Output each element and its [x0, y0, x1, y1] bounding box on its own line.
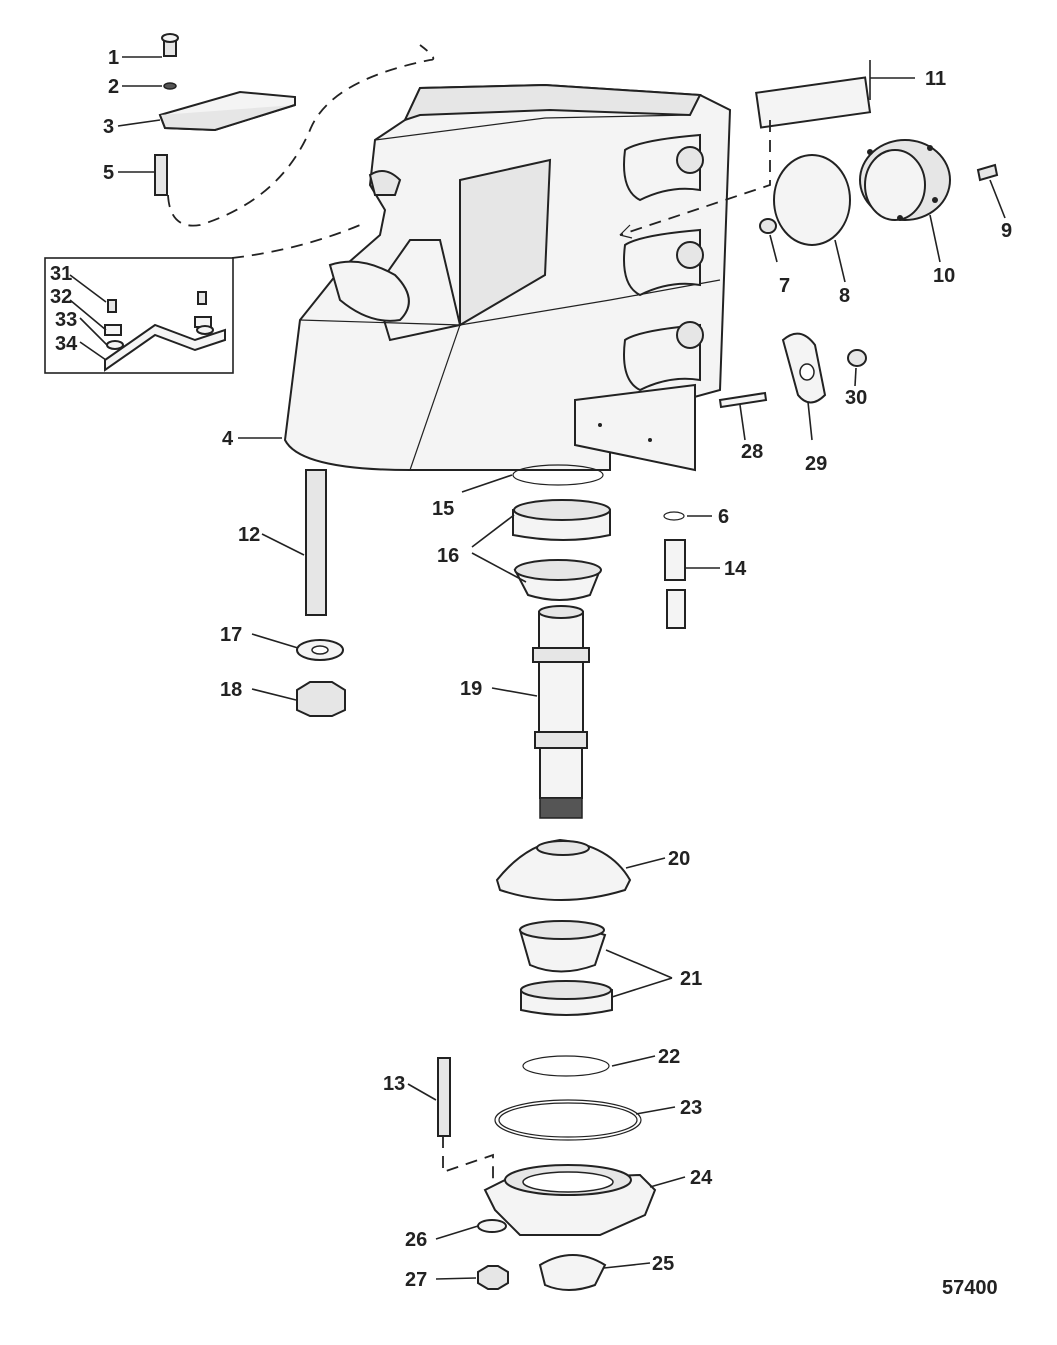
shaft-assembly: [483, 464, 686, 1291]
top-cover-parts: [154, 33, 296, 196]
callout-24: 24: [690, 1167, 713, 1189]
callout-7: 7: [779, 275, 790, 297]
dashed-route-cover: [167, 44, 435, 227]
callout-11: 11: [925, 68, 946, 90]
callout-17: 17: [220, 624, 242, 646]
callout-23: 23: [680, 1097, 702, 1119]
callout-2: 2: [108, 76, 119, 98]
callout-34: 34: [55, 333, 78, 355]
callout-4: 4: [222, 428, 234, 450]
callout-28: 28: [741, 441, 763, 463]
gear-housing: [283, 83, 732, 472]
callout-12: 12: [238, 524, 260, 546]
callout-19: 19: [460, 678, 482, 700]
callout-20: 20: [668, 848, 690, 870]
callout-21: 21: [680, 968, 702, 990]
callout-18: 18: [220, 679, 242, 701]
side-parts: [619, 76, 999, 409]
callout-26: 26: [405, 1229, 427, 1251]
callout-9: 9: [1001, 220, 1012, 242]
fastener-parts: [296, 469, 509, 1290]
callout-5: 5: [103, 162, 114, 184]
callout-3: 3: [103, 116, 114, 138]
callout-13: 13: [383, 1073, 405, 1095]
callout-8: 8: [839, 285, 850, 307]
callout-32: 32: [50, 286, 72, 308]
callout-33: 33: [55, 309, 77, 331]
callout-25: 25: [652, 1253, 674, 1275]
callout-1: 1: [108, 47, 119, 69]
callout-30: 30: [845, 387, 867, 409]
figure-id: 57400: [942, 1277, 998, 1299]
callout-16: 16: [437, 545, 459, 567]
callout-22: 22: [658, 1046, 680, 1068]
callout-15: 15: [432, 498, 454, 520]
callout-6: 6: [718, 506, 729, 528]
callout-labels: 1 2 3 4 5 6 7 8 9 10 11 12 13 14 15 16 1…: [50, 47, 1012, 1299]
leader-lines: [69, 56, 1006, 1280]
anode-inset-box: [44, 257, 234, 374]
callout-31: 31: [50, 263, 72, 285]
callout-14: 14: [724, 558, 747, 580]
callout-10: 10: [933, 265, 955, 287]
dashed-route-inset: [231, 224, 361, 259]
callout-27: 27: [405, 1269, 427, 1291]
callout-29: 29: [805, 453, 827, 475]
